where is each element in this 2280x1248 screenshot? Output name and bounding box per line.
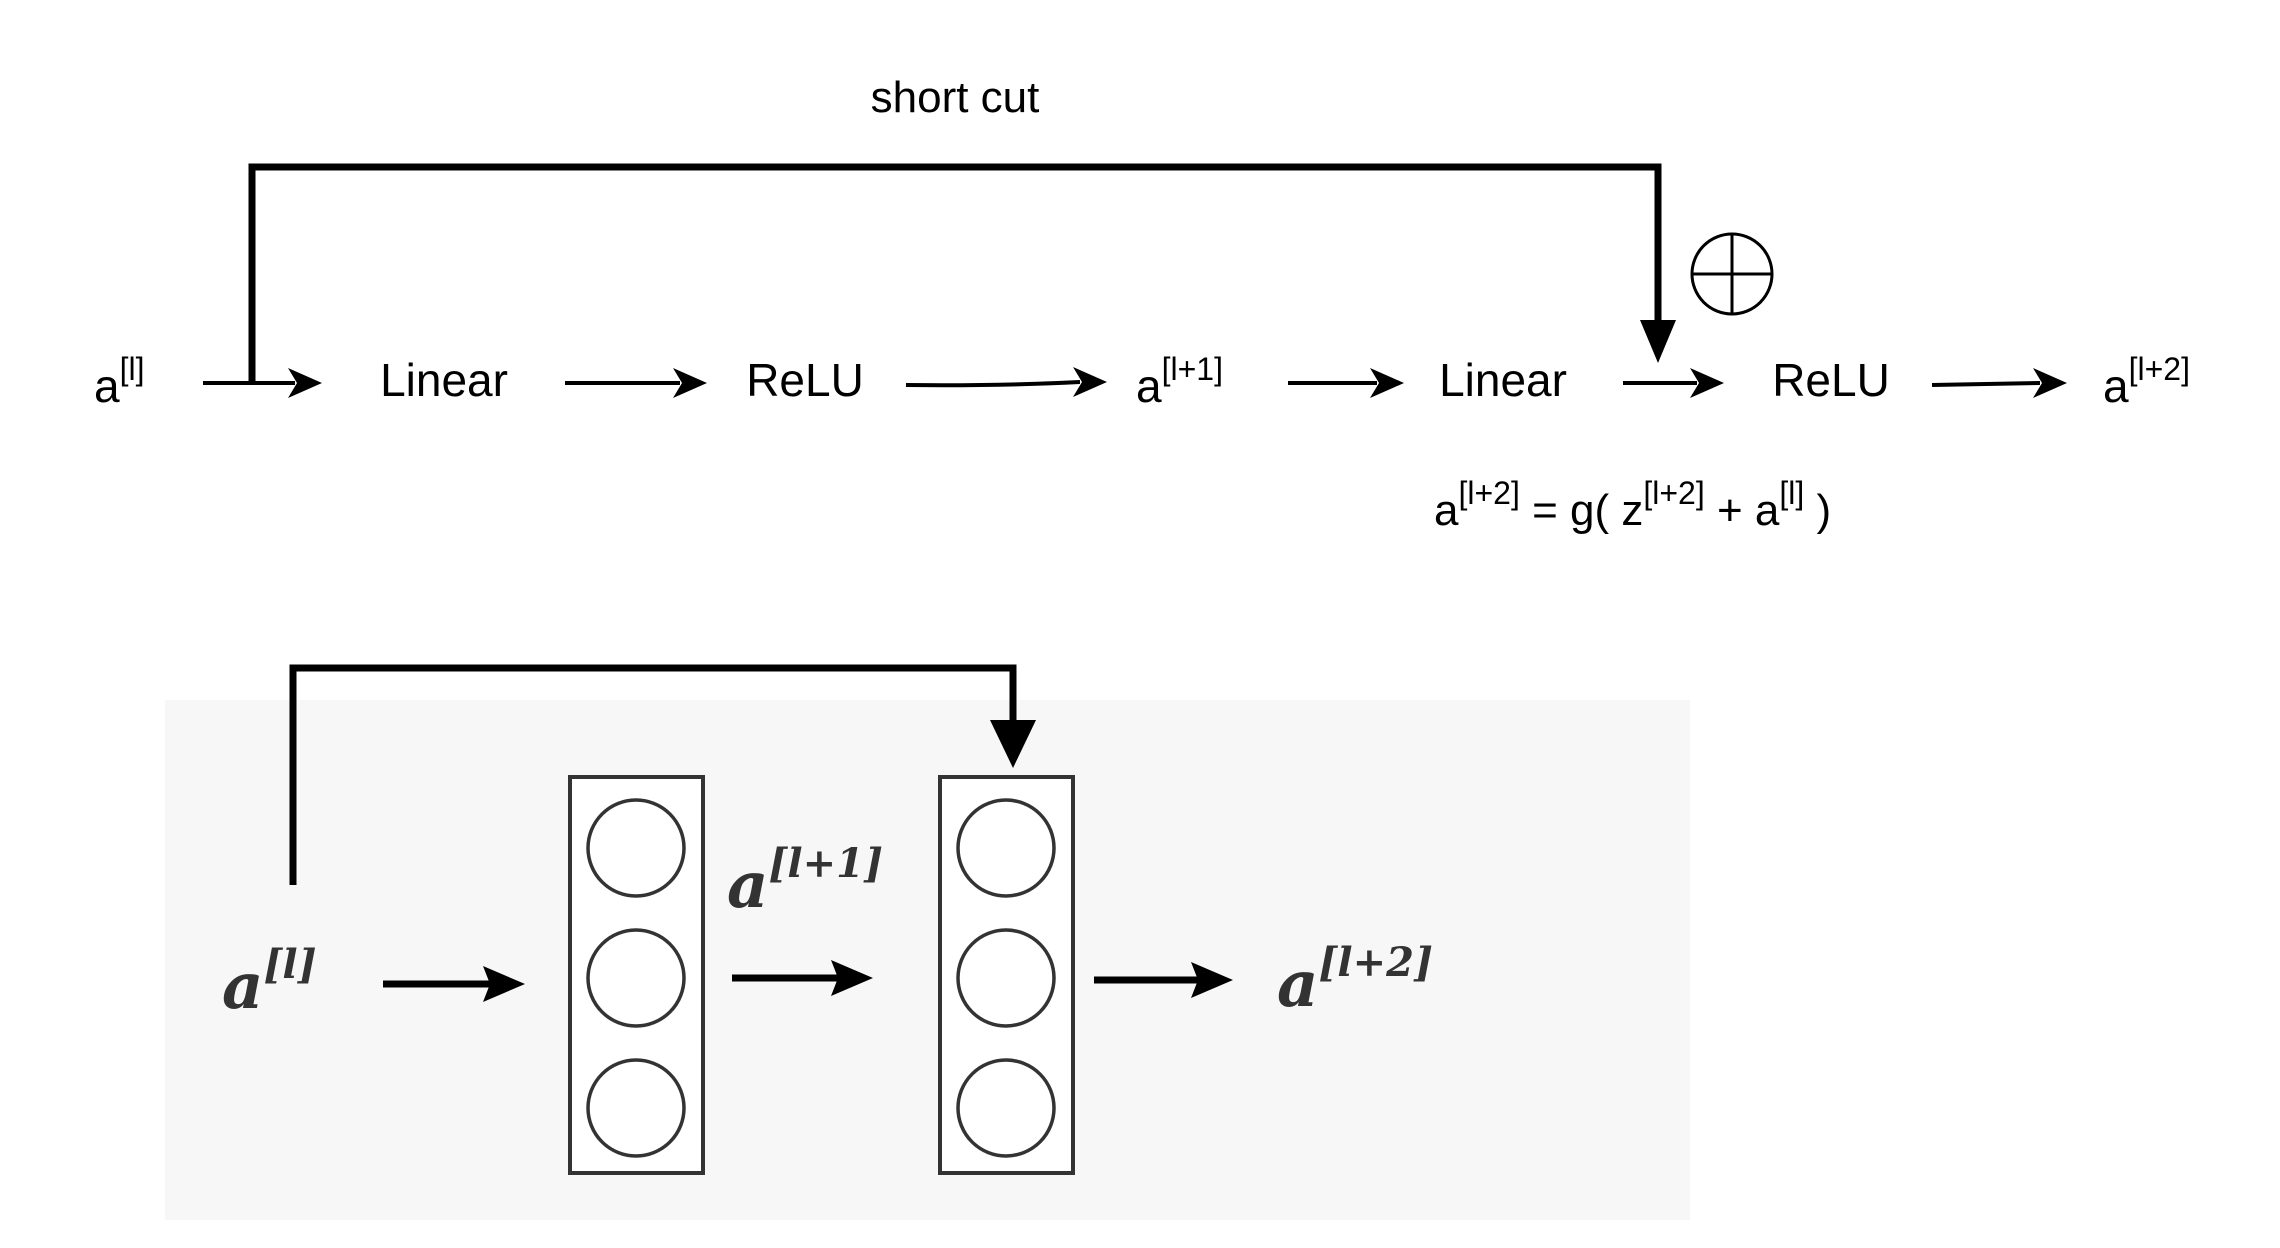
bottom-skip-arrowhead-icon bbox=[990, 720, 1036, 768]
top-arrow-3 bbox=[905, 367, 1107, 397]
bottom-skip-connector bbox=[289, 664, 1017, 885]
top-diagram: short cut a[l] Linear ReLU bbox=[94, 73, 2190, 535]
neuron-icon bbox=[956, 928, 1056, 1028]
bottom-arrow-1 bbox=[383, 966, 525, 1002]
neuron-icon bbox=[956, 1058, 1056, 1158]
top-input-activation: a[l] bbox=[94, 351, 144, 412]
top-output-activation: a[l+2] bbox=[2103, 351, 2190, 412]
bottom-hidden-activation: a[l+1] bbox=[727, 840, 883, 923]
circled-plus-icon bbox=[1690, 232, 1774, 316]
top-hidden-activation: a[l+1] bbox=[1136, 351, 1223, 412]
top-node-relu-2: ReLU bbox=[1772, 354, 1890, 406]
shortcut-label: short cut bbox=[871, 73, 1040, 122]
hidden-layer-2 bbox=[938, 775, 1075, 1175]
residual-equation: a[l+2] = g( z[l+2] + a[l] ) bbox=[1434, 475, 1831, 535]
hidden-layer-1 bbox=[568, 775, 705, 1175]
top-arrow-4 bbox=[1288, 368, 1404, 398]
bottom-arrow-3 bbox=[1094, 962, 1233, 998]
neuron-icon bbox=[956, 798, 1056, 898]
bottom-panel bbox=[165, 700, 1690, 1220]
top-arrow-1 bbox=[203, 368, 322, 398]
top-arrow-6 bbox=[1931, 368, 2067, 398]
shortcut-connector bbox=[248, 163, 1662, 383]
top-node-relu-1: ReLU bbox=[746, 354, 864, 406]
bottom-input-activation: a[l] bbox=[222, 941, 317, 1024]
neuron-icon bbox=[586, 798, 686, 898]
shortcut-arrowhead-icon bbox=[1640, 320, 1676, 363]
bottom-diagram: a[l] a[l+1] bbox=[165, 664, 1690, 1220]
bottom-arrow-2 bbox=[732, 960, 873, 996]
top-node-linear-1: Linear bbox=[380, 354, 508, 406]
top-arrow-5 bbox=[1623, 368, 1724, 398]
neuron-icon bbox=[586, 928, 686, 1028]
top-arrow-2 bbox=[565, 368, 707, 398]
neuron-icon bbox=[586, 1058, 686, 1158]
top-node-linear-2: Linear bbox=[1439, 354, 1567, 406]
bottom-output-activation: a[l+2] bbox=[1277, 939, 1433, 1022]
